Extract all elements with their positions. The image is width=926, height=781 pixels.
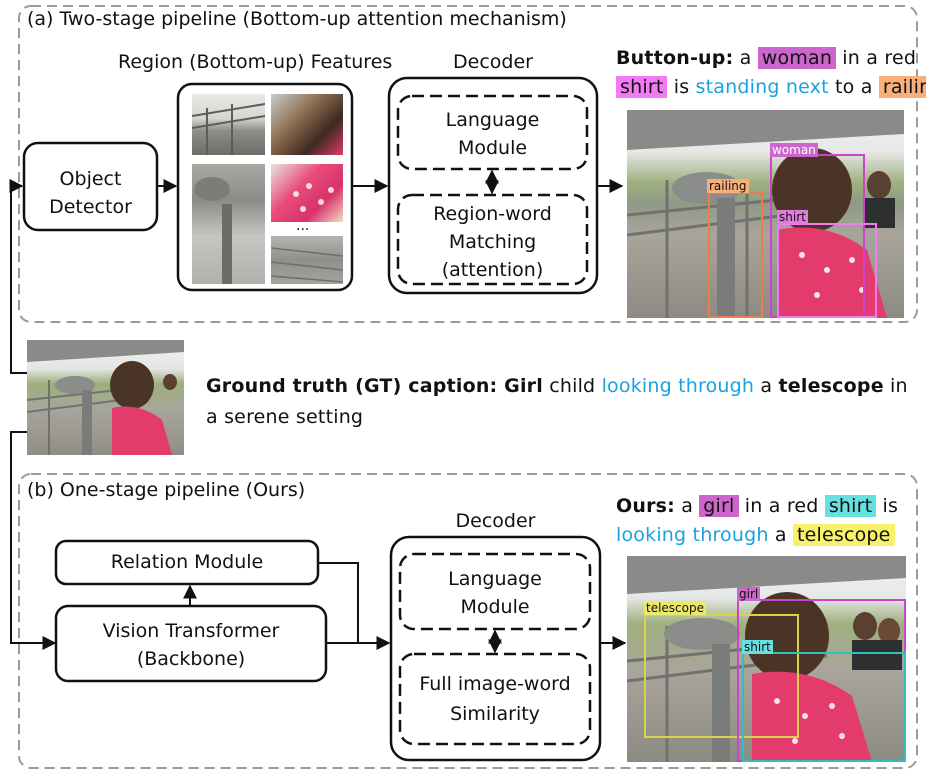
caption-segment: a serene setting: [206, 406, 364, 428]
region-crop-deck: [271, 236, 343, 284]
caption-segment: woman: [757, 47, 837, 69]
panel-a-frame: [18, 5, 918, 323]
caption-segment: in a red: [836, 47, 917, 69]
caption-segment: Ours:: [616, 495, 675, 517]
language-module-a-label: Language Module: [445, 109, 540, 159]
tag-railing: railing: [707, 179, 749, 193]
caption-segment: a: [768, 524, 793, 546]
caption-segment: railing: [878, 76, 926, 98]
bbox-telescope: [644, 614, 799, 738]
caption-segment: telescope: [792, 524, 895, 546]
bbox-shirt-b: [742, 652, 906, 762]
panel-a-title: (a) Two-stage pipeline (Bottom-up attent…: [27, 8, 567, 30]
gt-caption-line1: Ground truth (GT) caption: Girl child lo…: [206, 377, 908, 396]
caption-segment: girl: [699, 495, 739, 517]
tag-telescope: telescope: [644, 601, 706, 615]
caption-a-line1: Button-up: a woman in a red: [616, 47, 917, 69]
panel-b-title: (b) One-stage pipeline (Ours): [27, 479, 306, 501]
caption-segment: to a: [828, 76, 879, 98]
gt-photo: [27, 340, 184, 455]
tag-woman: woman: [770, 143, 818, 157]
region-word-box: [396, 193, 589, 286]
caption-segment: is: [876, 495, 899, 517]
caption-b-line1: Ours: a girl in a red shirt is: [616, 495, 899, 517]
caption-segment: child: [542, 375, 602, 397]
bbox-railing: [708, 192, 763, 318]
region-crop-railing: [192, 94, 265, 155]
caption-segment: shirt: [616, 76, 668, 98]
caption-b-line2: looking through a telescope: [616, 524, 895, 546]
caption-segment: in a red: [738, 495, 825, 517]
full-image-word-box: [398, 652, 592, 746]
language-module-a-box: [396, 94, 589, 171]
caption-segment: is: [667, 76, 696, 98]
region-crop-telescope: [192, 164, 265, 284]
caption-segment: looking through: [616, 524, 769, 546]
tag-shirt-b: shirt: [742, 640, 773, 654]
region-crop-shirt: [271, 164, 343, 222]
language-module-b-label: Language Module: [448, 568, 542, 618]
caption-segment: shirt: [824, 495, 877, 517]
tag-girl: girl: [737, 587, 761, 601]
caption-segment: looking through: [601, 375, 755, 397]
output-photo-a: railing woman shirt: [627, 110, 904, 318]
tag-shirt: shirt: [777, 210, 808, 224]
caption-segment: Girl: [504, 375, 543, 397]
region-features-title: Region (Bottom-up) Features: [118, 51, 393, 73]
caption-segment: telescope: [778, 375, 884, 397]
caption-segment: a: [674, 495, 700, 517]
decoder-b-title: Decoder: [455, 510, 536, 532]
region-ellipsis: ...: [296, 218, 310, 234]
region-crop-hair: [271, 94, 343, 155]
caption-a-line2: shirt is standing next to a railing: [616, 76, 926, 98]
output-photo-b: telescope girl shirt: [627, 556, 906, 762]
region-word-label: Region-word Matching (attention): [433, 203, 552, 281]
relation-module-label: Relation Module: [110, 551, 264, 573]
object-detector-label: Object Detector: [49, 168, 132, 218]
caption-segment: Button-up:: [616, 47, 734, 69]
gt-caption-line2: a serene setting: [206, 408, 363, 427]
panel-b-frame: [18, 473, 918, 769]
full-image-word-label: Full image-word Similarity: [419, 673, 571, 725]
caption-segment: a: [754, 375, 779, 397]
language-module-b-box: [398, 552, 592, 631]
caption-segment: in: [883, 375, 908, 397]
caption-segment: a: [733, 47, 758, 69]
bbox-shirt: [777, 223, 877, 318]
decoder-a-title: Decoder: [453, 51, 533, 73]
vision-transformer-label: Vision Transformer (Backbone): [102, 620, 280, 670]
caption-segment: Ground truth (GT) caption:: [206, 375, 505, 397]
caption-segment: standing next: [695, 76, 829, 98]
